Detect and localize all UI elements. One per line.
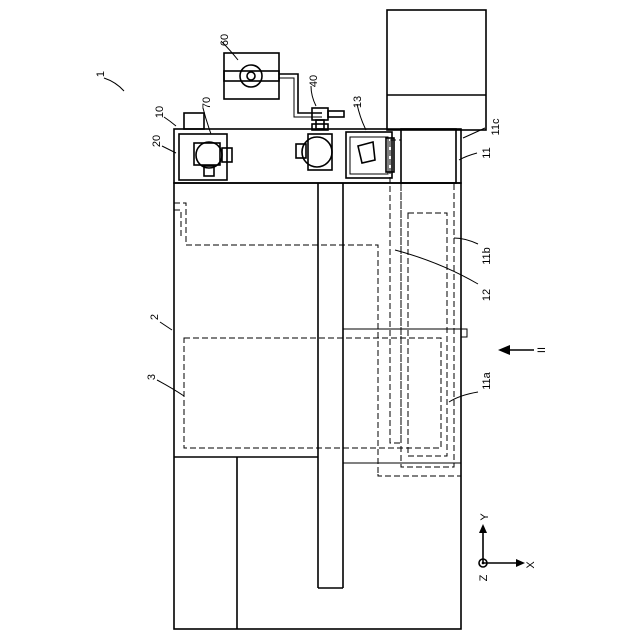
view-arrow-head <box>498 345 510 355</box>
axis-z-dot <box>482 562 485 565</box>
fitting-40-branch <box>328 111 344 117</box>
label-13: 13 <box>352 96 364 108</box>
label-10: 10 <box>154 106 166 118</box>
fitting-40-body <box>312 108 328 120</box>
rail-12-outline <box>390 140 401 443</box>
chamber-3-outline <box>184 338 441 448</box>
label-11b: 11b <box>481 247 493 265</box>
pump-body <box>308 134 332 170</box>
leader-11b <box>454 238 478 244</box>
leader-2 <box>160 322 172 330</box>
axis-x-label: X <box>525 561 537 569</box>
module-11-base <box>401 129 456 183</box>
label-11c: 11c <box>490 118 502 135</box>
tank-60-frame <box>224 53 279 99</box>
leader-40 <box>311 86 316 106</box>
axis-x-arrow <box>516 559 525 567</box>
leader-3 <box>157 380 184 396</box>
label-11: 11 <box>481 147 493 158</box>
label-1: 1 <box>95 71 107 77</box>
axis-y-arrow <box>479 524 487 533</box>
head-70-drum <box>196 142 222 168</box>
top-cap <box>184 113 204 129</box>
label-11a: 11a <box>481 371 493 389</box>
label-20: 20 <box>151 135 163 147</box>
module-11c <box>387 10 486 130</box>
leader-1 <box>104 78 124 91</box>
label-12: 12 <box>481 289 493 301</box>
label-3: 3 <box>146 374 158 380</box>
tank-60-drum <box>240 65 262 87</box>
side-latch <box>461 329 467 337</box>
label-40: 40 <box>308 75 320 87</box>
axis-z-label: Z <box>478 574 490 581</box>
label-2: 2 <box>149 314 161 320</box>
tray-13-clip <box>358 142 375 163</box>
upper-dashed-inner <box>174 210 181 238</box>
label-60: 60 <box>219 34 231 46</box>
leader-12 <box>395 250 478 284</box>
axis-y-label: Y <box>479 513 491 521</box>
pump-side-block <box>296 144 306 158</box>
label-view-II: II <box>536 347 548 353</box>
module-11a-outline <box>401 183 454 467</box>
tray-13-outer <box>346 132 392 178</box>
label-70: 70 <box>201 97 213 109</box>
tank-60-core <box>247 72 255 80</box>
leader-11a <box>449 392 478 402</box>
